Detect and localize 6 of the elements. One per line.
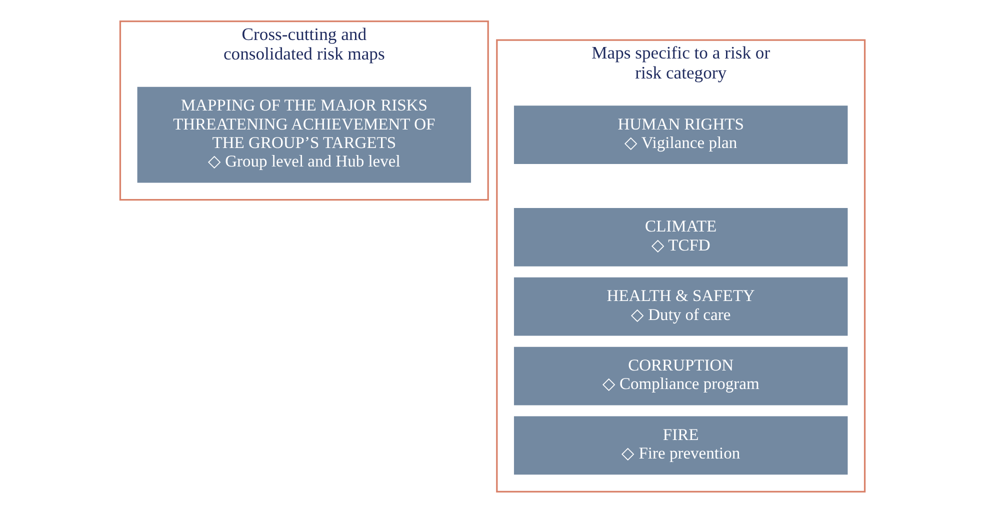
node-box: FIRE ◇ Fire prevention [513, 416, 848, 475]
node-box: CLIMATE ◇ TCFD [513, 208, 848, 266]
node-box: HUMAN RIGHTS ◇ Vigilance plan [513, 106, 848, 164]
node-box: CORRUPTION ◇ Compliance program [513, 346, 848, 406]
node-box: MAPPING OF THE MAJOR RISKS THREATENING ACHIEVEMENT OF THE GROUP’S TARGETS ◇ Group level and Hub level [136, 86, 471, 183]
node-box: HEALTH & SAFETY ◇ Duty of care [513, 277, 848, 336]
